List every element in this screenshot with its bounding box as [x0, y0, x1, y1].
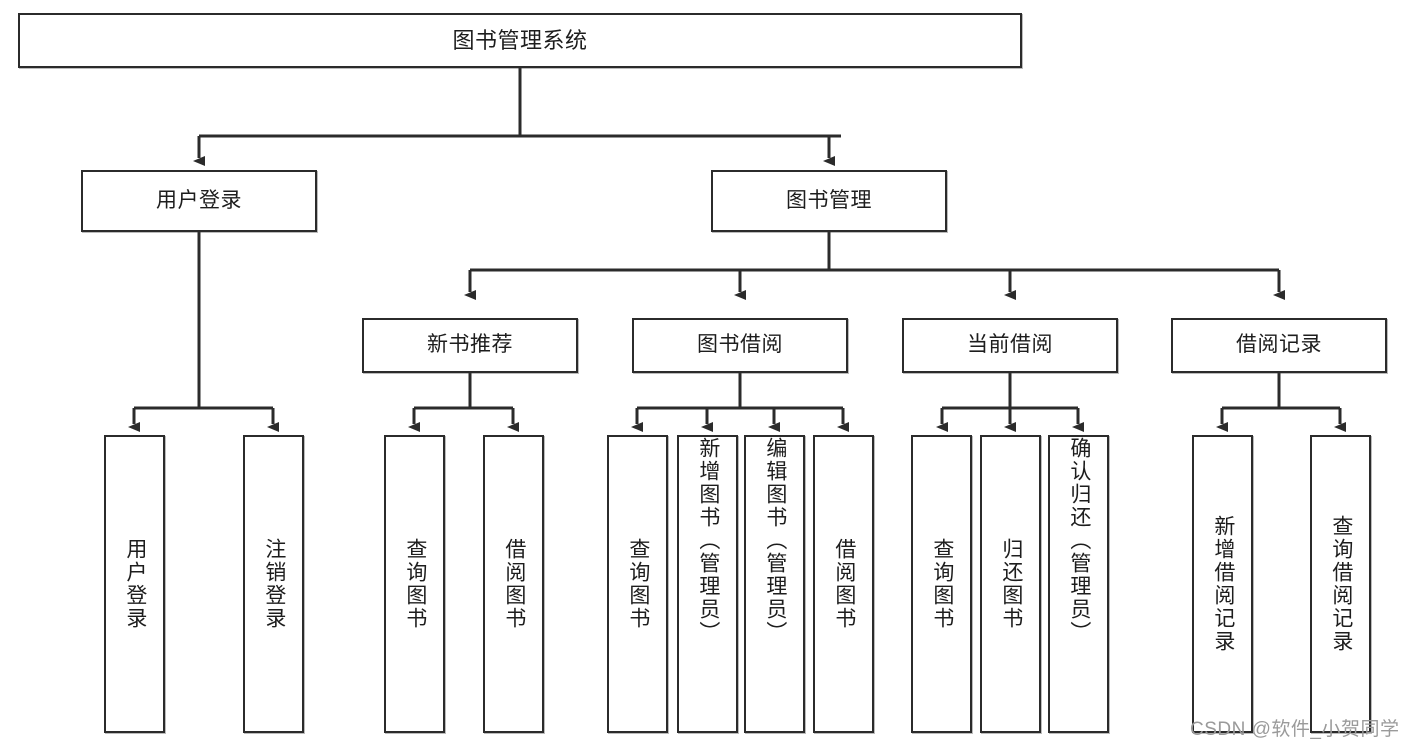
node-new-book-recommend[interactable]: 新书推荐: [362, 318, 578, 373]
leaf-record-add-record[interactable]: 新增借阅记录: [1192, 435, 1253, 733]
node-label: 借阅图书: [502, 538, 526, 630]
leaf-borrow-borrow-book[interactable]: 借阅图书: [813, 435, 874, 733]
node-label: 查询图书: [626, 538, 650, 630]
node-label: 新增借阅记录: [1211, 515, 1235, 653]
node-label: 图书管理: [786, 188, 872, 212]
node-label: 当前借阅: [967, 333, 1053, 357]
node-label: 注销登录: [262, 538, 286, 630]
node-label: 图书借阅: [697, 333, 783, 357]
node-borrow-record[interactable]: 借阅记录: [1171, 318, 1387, 373]
node-label: 新书推荐: [427, 333, 513, 357]
leaf-current-confirm-return[interactable]: 确认归还（管理员）: [1048, 435, 1109, 733]
leaf-user-login-login[interactable]: 用户登录: [104, 435, 165, 733]
node-label: 用户登录: [156, 188, 242, 212]
node-label: 查询借阅记录: [1329, 515, 1353, 653]
node-label: 用户登录: [123, 538, 147, 630]
node-book-borrow[interactable]: 图书借阅: [632, 318, 848, 373]
leaf-borrow-edit-book[interactable]: 编辑图书（管理员）: [744, 435, 805, 733]
leaf-current-query-book[interactable]: 查询图书: [911, 435, 972, 733]
node-current-borrow[interactable]: 当前借阅: [902, 318, 1118, 373]
leaf-recommend-borrow-book[interactable]: 借阅图书: [483, 435, 544, 733]
leaf-recommend-query-book[interactable]: 查询图书: [384, 435, 445, 733]
leaf-borrow-query-book[interactable]: 查询图书: [607, 435, 668, 733]
node-label: 确认归还（管理员）: [1067, 437, 1091, 644]
node-user-login[interactable]: 用户登录: [81, 170, 317, 232]
leaf-current-return-book[interactable]: 归还图书: [980, 435, 1041, 733]
node-root-system[interactable]: 图书管理系统: [18, 13, 1022, 68]
node-label: 查询图书: [930, 538, 954, 630]
node-label: 查询图书: [403, 538, 427, 630]
node-label: 图书管理系统: [452, 27, 588, 53]
leaf-user-login-logout[interactable]: 注销登录: [243, 435, 304, 733]
node-label: 新增图书（管理员）: [696, 437, 720, 644]
node-label: 借阅记录: [1236, 333, 1322, 357]
leaf-borrow-add-book[interactable]: 新增图书（管理员）: [677, 435, 738, 733]
node-label: 借阅图书: [832, 538, 856, 630]
node-label: 归还图书: [999, 538, 1023, 630]
node-book-management[interactable]: 图书管理: [711, 170, 947, 232]
leaf-record-query-record[interactable]: 查询借阅记录: [1310, 435, 1371, 733]
node-label: 编辑图书（管理员）: [763, 437, 787, 644]
